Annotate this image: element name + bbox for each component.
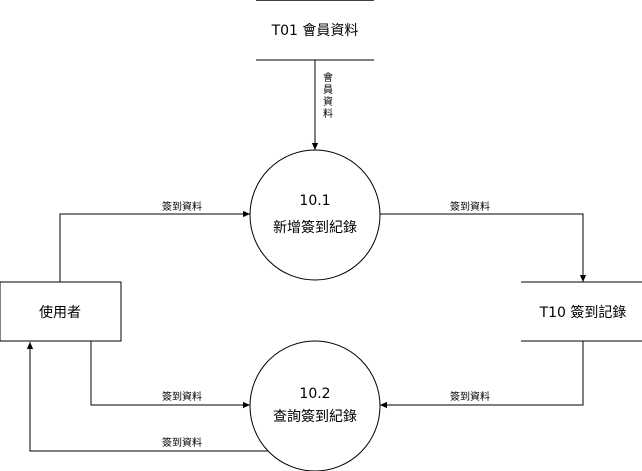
data-store-t01-label: T01 會員資料 — [271, 23, 359, 39]
external-entity-label: 使用者 — [39, 304, 81, 321]
flow-user-to-p102-label: 簽到資料 — [162, 390, 202, 403]
flow-t10-to-p102[interactable]: 簽到資料 — [380, 341, 584, 409]
process-10-1[interactable]: 10.1 新增簽到紀錄 — [249, 149, 381, 281]
data-store-t10-label: T10 簽到記錄 — [539, 304, 627, 321]
flow-user-to-p101-label: 簽到資料 — [162, 200, 202, 213]
flow-user-to-p102[interactable]: 簽到資料 — [90, 341, 250, 409]
flow-p101-to-t10[interactable]: 簽到資料 — [380, 200, 587, 282]
flow-p102-to-user[interactable]: 簽到資料 — [26, 342, 268, 452]
process-10-1-number: 10.1 — [299, 193, 330, 209]
data-store-t10[interactable]: T10 簽到記錄 — [521, 281, 642, 342]
external-entity-user[interactable]: 使用者 — [0, 281, 122, 342]
flow-user-to-p101[interactable]: 簽到資料 — [59, 200, 250, 282]
flow-member-to-p101[interactable]: 會員資料 — [311, 60, 333, 150]
process-10-1-name: 新增簽到紀錄 — [273, 219, 357, 236]
flow-member-to-p101-label: 會員資料 — [323, 71, 333, 120]
flow-p101-to-t10-label: 簽到資料 — [450, 200, 490, 213]
process-10-2-number: 10.2 — [299, 386, 330, 402]
process-10-2[interactable]: 10.2 查詢簽到紀錄 — [249, 340, 381, 471]
flow-p102-to-user-label: 簽到資料 — [162, 436, 202, 449]
flow-t10-to-p102-label: 簽到資料 — [450, 390, 490, 403]
data-store-t01[interactable]: T01 會員資料 — [256, 0, 374, 61]
process-10-2-name: 查詢簽到紀錄 — [273, 408, 357, 425]
